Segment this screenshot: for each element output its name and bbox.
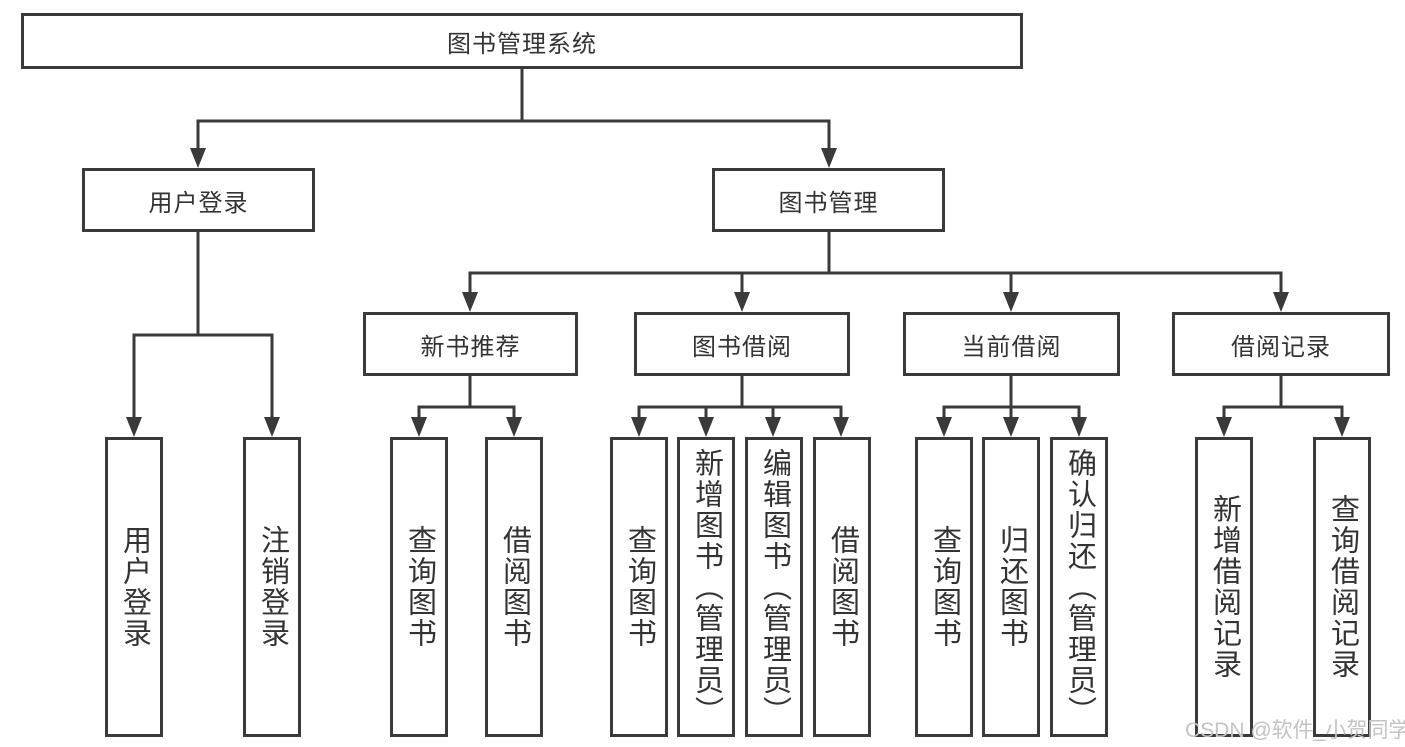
leaf-edit-books-admin: 编辑图书（管理员） xyxy=(745,437,803,737)
csdn-watermark: CSDN @软件_小贺同学 xyxy=(1185,719,1405,742)
leaf-logout-login: 注销登录 xyxy=(243,437,301,737)
leaf-confirm-return-admin: 确认归还（管理员） xyxy=(1050,437,1108,737)
connector-book-management-to-level3 xyxy=(462,230,1289,312)
node-user-login: 用户登录 xyxy=(82,168,315,232)
leaf-borrow-books-recommend: 借阅图书 xyxy=(485,437,543,737)
node-borrow-records: 借阅记录 xyxy=(1172,312,1390,376)
leaf-return-books: 归还图书 xyxy=(982,437,1040,737)
leaf-borrow-books: 借阅图书 xyxy=(813,437,871,737)
node-book-borrow: 图书借阅 xyxy=(634,312,850,376)
node-current-borrow: 当前借阅 xyxy=(903,312,1120,376)
connector-current-borrow-to-leaves xyxy=(936,374,1087,437)
connector-root-to-level2 xyxy=(190,67,837,168)
connector-user-login-to-leaves xyxy=(126,230,280,437)
connector-book-borrow-to-leaves xyxy=(631,374,849,437)
leaf-add-books-admin: 新增图书（管理员） xyxy=(677,437,735,737)
node-library-system-root: 图书管理系统 xyxy=(21,13,1023,69)
connector-borrow-records-to-leaves xyxy=(1216,374,1350,437)
leaf-query-borrow-record: 查询借阅记录 xyxy=(1313,437,1371,737)
node-new-book-recommend: 新书推荐 xyxy=(363,312,578,376)
leaf-add-borrow-record: 新增借阅记录 xyxy=(1195,437,1253,737)
connector-new-book-recommend-to-leaves xyxy=(411,374,522,437)
leaf-user-login: 用户登录 xyxy=(105,437,163,737)
leaf-query-books-current: 查询图书 xyxy=(915,437,973,737)
leaf-query-books-recommend: 查询图书 xyxy=(390,437,448,737)
leaf-query-books-borrow: 查询图书 xyxy=(610,437,668,737)
node-book-management: 图书管理 xyxy=(712,168,945,232)
